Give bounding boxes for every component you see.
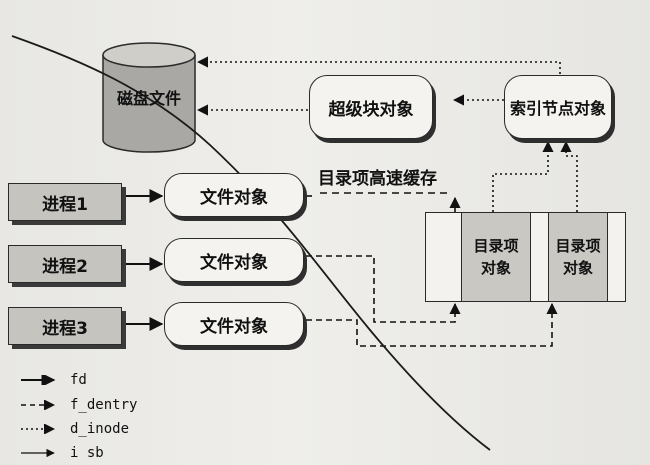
file-object-2: 文件对象 <box>164 238 304 282</box>
legend-thin-arrow-icon <box>21 448 55 458</box>
legend-label-f-dentry: f_dentry <box>70 397 138 413</box>
legend-label-d-inode: d_inode <box>70 421 130 437</box>
inode-to-disk-arrow <box>196 56 561 74</box>
process-box-3: 进程3 <box>8 307 122 345</box>
process-box-2: 进程2 <box>8 245 122 283</box>
dentry-object-1: 目录项 对象 <box>461 213 531 301</box>
legend-label-i-sb: i sb <box>70 445 104 461</box>
legend-item-fd: fd <box>20 371 87 389</box>
superblock-node: 超级块对象 <box>309 75 433 139</box>
f-dentry-line-3 <box>306 302 558 347</box>
disk-cylinder-icon <box>102 42 196 153</box>
legend-label-fd: fd <box>70 372 87 388</box>
file-object-1: 文件对象 <box>164 173 304 217</box>
legend-solid-arrow-icon <box>21 375 56 385</box>
f-dentry-line-2 <box>306 255 461 323</box>
dentry-object-2: 目录项 对象 <box>548 213 608 301</box>
legend-item-i-sb: i sb <box>20 444 104 462</box>
disk-file-label: 磁盘文件 <box>116 89 181 108</box>
d-inode-line-2 <box>560 140 578 212</box>
dentry-cache-label: 目录项高速缓存 <box>318 169 437 189</box>
inode-node: 索引节点对象 <box>504 75 612 139</box>
dentry-cache-box: 目录项 对象 目录项 对象 <box>425 212 626 302</box>
legend-item-f-dentry: f_dentry <box>20 396 137 414</box>
d-inode-line-1 <box>492 140 554 212</box>
process-box-1: 进程1 <box>8 183 122 221</box>
legend-dotted-arrow-icon <box>21 424 56 434</box>
legend-item-d-inode: d_inode <box>20 420 129 438</box>
file-object-3: 文件对象 <box>164 302 304 346</box>
legend-dashed-arrow-icon <box>21 400 56 410</box>
pen-stroke <box>11 35 491 451</box>
